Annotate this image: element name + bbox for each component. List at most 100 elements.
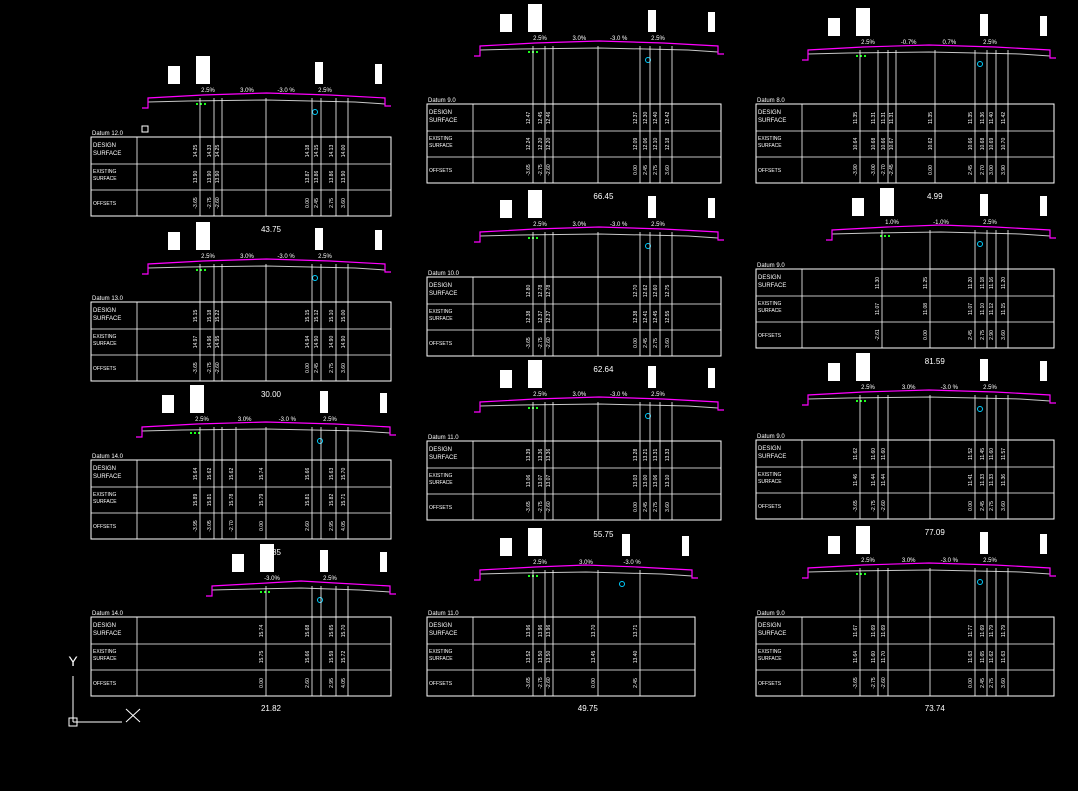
cross-section[interactable]: 30.002.5%3.0%-3.0 %2.5%Datum 13.0DESIGNS… [90,222,392,399]
building-block [162,395,174,413]
table-value-existing: 13.06 [653,475,659,488]
cross-section[interactable]: 77.092.5%3.0%-3.0 %2.5%Datum 9.0DESIGNSU… [755,353,1056,537]
data-table [90,459,392,540]
slope-label: 2.5% [861,385,875,391]
table-value-existing: 10.69 [989,138,995,151]
design-profile-line [474,226,724,243]
slope-label: 0.7% [942,40,956,46]
datum-label: Datum 11.0 [428,435,459,441]
table-value-existing: 11.07 [875,303,881,315]
row-label-existing: SURFACE [429,480,453,486]
table-value-design: 11.31 [889,112,895,124]
table-value-design: 11.42 [1001,112,1007,124]
table-value-existing: 12.45 [653,311,659,324]
table-value-offsets: -3.65 [526,337,532,349]
table-value-existing: 13.07 [538,475,544,488]
slope-label: 3.0% [902,385,916,391]
cross-section[interactable]: 21.82-3.0%2.5%Datum 14.0DESIGNSURFACEEXI… [90,544,396,713]
station-label: 77.09 [925,528,946,537]
table-value-offsets: 0.00 [305,363,311,373]
table-value-existing: 13.90 [341,171,347,184]
table-value-offsets: 3.00 [989,165,995,175]
row-label-existing: EXISTING [429,649,452,655]
table-value-design: 11.79 [989,625,995,637]
cross-section[interactable]: 49.752.5%3.0%-3.0 %Datum 11.0DESIGNSURFA… [426,528,698,713]
cross-section[interactable]: 66.452.5%3.0%-3.0 %2.5%Datum 9.0DESIGNSU… [426,4,724,201]
survey-marker [645,413,651,419]
building-block [196,56,210,84]
table-value-offsets: 2.60 [305,521,311,531]
slope-label: -3.0 % [941,385,959,391]
table-value-design: 15.74 [259,625,265,638]
vegetation-mark [528,237,530,239]
station-label: 62.64 [593,365,614,374]
table-value-existing: 12.37 [538,311,544,324]
cross-section[interactable]: 73.742.5%3.0%-3.0 %2.5%Datum 9.0DESIGNSU… [755,526,1056,713]
cross-section[interactable]: 55.752.5%3.0%-3.0 %2.5%Datum 11.0DESIGNS… [426,360,724,539]
cross-section[interactable]: 62.642.5%3.0%-3.0 %2.5%Datum 10.0DESIGNS… [426,190,724,374]
table-value-design: 15.64 [193,468,199,481]
table-value-existing: 10.70 [1001,138,1007,151]
table-value-offsets: 3.60 [665,338,671,348]
building-block [856,353,870,381]
ucs-y-label: Y [68,653,78,669]
cursor-pickbox[interactable] [141,125,149,133]
table-value-existing: 11.60 [871,651,877,663]
cross-section[interactable]: 43.752.5%3.0%-3.0 %2.5%Datum 12.0DESIGNS… [90,56,392,234]
table-value-existing: 12.18 [665,138,671,151]
table-value-design: 11.60 [871,448,877,460]
table-value-offsets: 2.90 [989,330,995,340]
slope-label: -3.0 % [610,36,628,42]
table-value-design: 11.35 [968,112,974,124]
row-label-design: DESIGN [429,447,452,453]
table-value-offsets: -2.45 [889,164,895,176]
station-label: 55.75 [593,530,614,539]
vegetation-mark [536,575,538,577]
table-value-design: 12.45 [538,112,544,125]
slope-label: -3.0 % [623,560,641,566]
table-value-design: 15.15 [305,310,311,323]
slope-label: 2.5% [983,220,997,226]
table-value-existing: 13.86 [314,171,320,184]
table-value-existing: 13.40 [633,651,639,664]
slope-label: -3.0% [264,576,280,582]
building-block [500,370,512,388]
building-block [168,66,180,84]
vegetation-mark [198,432,200,434]
ucs-icon: Y [68,653,141,727]
table-value-design: 11.57 [1001,448,1007,460]
table-value-offsets: 2.45 [968,165,974,175]
building-block [622,534,630,556]
existing-ground-line [807,396,1051,402]
building-block [648,196,656,218]
table-value-offsets: 2.45 [314,363,320,373]
table-value-existing: 12.10 [653,138,659,151]
table-value-existing: 12.09 [633,138,639,151]
table-value-design: 15.10 [329,310,335,323]
table-value-offsets: 2.95 [329,521,335,531]
table-value-existing: 11.64 [853,651,859,663]
existing-ground-line [479,233,719,239]
table-value-existing: 15.66 [305,651,311,664]
cross-section[interactable]: 4.992.5%-0.7%0.7%2.5%Datum 8.0DESIGNSURF… [755,8,1056,201]
table-value-design: 12.78 [538,285,544,298]
table-value-design: 13.21 [643,449,649,462]
row-label-existing: SURFACE [758,308,782,314]
survey-marker [317,438,323,444]
row-label-design: SURFACE [93,474,121,480]
building-block [380,393,387,413]
row-label-existing: SURFACE [429,656,453,662]
table-value-existing: 13.50 [538,651,544,664]
slope-label: 3.0% [572,36,586,42]
vegetation-mark [264,591,266,593]
vegetation-mark [860,55,862,57]
cross-section[interactable]: 21.852.5%3.0%-3.0 %2.5%Datum 14.0DESIGNS… [90,385,396,557]
design-profile-line [474,40,724,57]
slope-label: 2.5% [323,576,337,582]
table-value-offsets: 2.75 [653,338,659,348]
table-value-existing: 12.20 [546,138,552,151]
cross-section[interactable]: 81.591.0%-1.0%2.5%Datum 9.0DESIGNSURFACE… [755,188,1056,366]
ucs-origin-box [68,717,78,727]
table-value-existing: 13.45 [591,651,597,664]
